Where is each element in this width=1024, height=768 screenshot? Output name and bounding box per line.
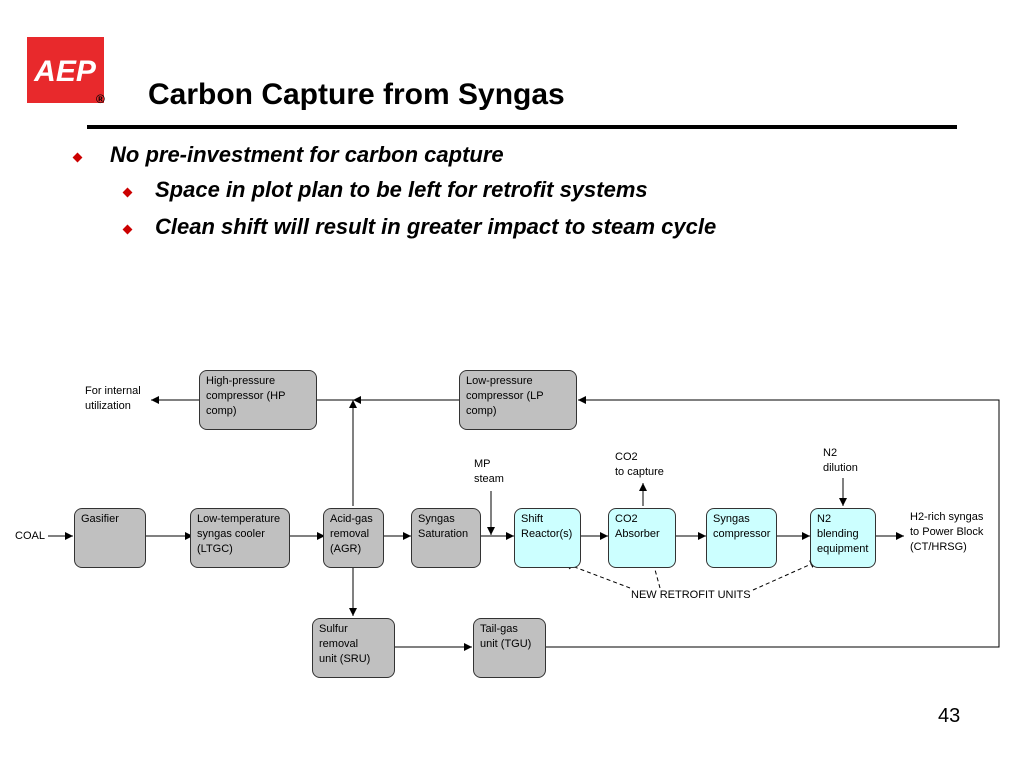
bullet-3: Clean shift will result in greater impac… [155,214,717,239]
mp-steam-label: MP steam [474,458,504,485]
tgu-box: Tail-gas unit (TGU) [473,618,546,678]
syngas-compressor-box: Syngas compressor [706,508,777,568]
registered-mark: ® [96,92,105,106]
page-number: 43 [938,705,961,727]
coal-label: COAL [15,530,45,542]
aep-logo: AEP [27,37,104,103]
bullet-2: Space in plot plan to be left for retrof… [155,177,648,202]
svg-text:AEP: AEP [33,55,97,88]
ltgc-box: Low-temperature syngas cooler (LTGC) [190,508,290,568]
tgu-lp-recycle-arrow [546,396,1000,648]
n2-blending-box: N2 blending equipment [810,508,876,568]
agr-box: Acid-gas removal (AGR) [323,508,384,568]
sru-box: Sulfur removal unit (SRU) [312,618,395,678]
retrofit-n2-pointer [752,560,819,591]
h2-syngas-label: H2-rich syngas to Power Block (CT/HRSG) [910,511,984,553]
n2-dilution-label: N2 dilution [823,447,858,474]
gasifier-box: Gasifier [74,508,146,568]
retrofit-units-label: NEW RETROFIT UNITS [631,589,751,601]
co2-capture-label: CO2 to capture [615,451,664,478]
shift-reactor-box: Shift Reactor(s) [514,508,581,568]
hp-compressor-box: High-pressure compressor (HP comp) [199,370,317,430]
co2-absorber-box: CO2 Absorber [608,508,676,568]
bullet-1: No pre-investment for carbon capture [110,142,504,167]
title-rule [87,125,957,129]
saturation-box: Syngas Saturation [411,508,481,568]
slide-title: Carbon Capture from Syngas [148,78,565,111]
internal-utilization-label: For internal utilization [85,385,141,412]
lp-compressor-box: Low-pressure compressor (LP comp) [459,370,577,430]
